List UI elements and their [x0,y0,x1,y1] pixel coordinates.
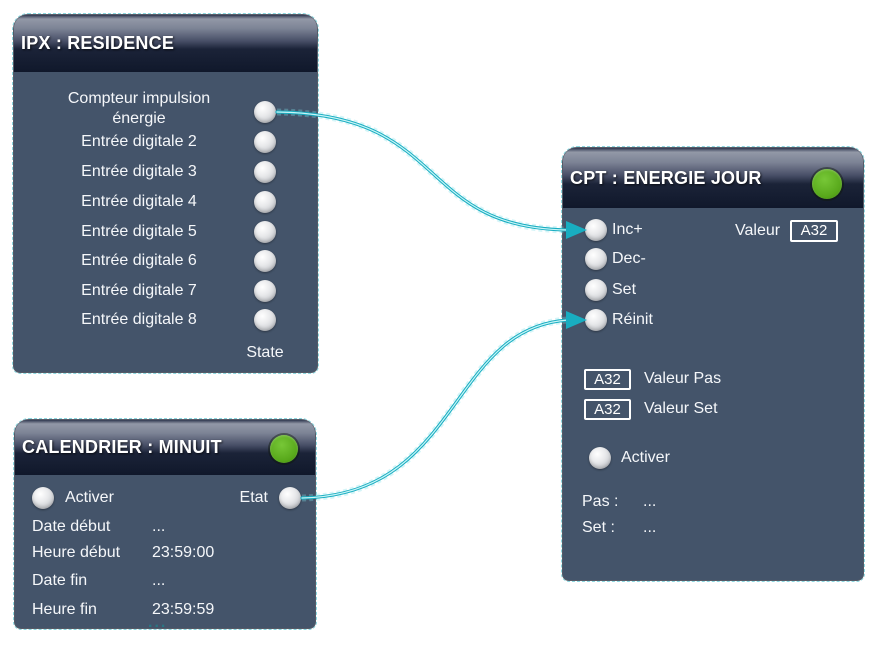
port-etat[interactable] [279,487,301,509]
valeur-pas-badge[interactable]: A32 [584,369,631,390]
input-label-digitale-3: Entrée digitale 3 [81,163,197,180]
valeur-variable-badge[interactable]: A32 [790,220,838,242]
field-value-heure-fin[interactable]: 23:59:59 [152,601,215,618]
status-led [812,169,842,199]
activer-label: Activer [65,489,114,506]
port-activer[interactable] [589,447,611,469]
valeur-set-badge[interactable]: A32 [584,399,631,420]
node-title: CPT : ENERGIE JOUR [570,167,762,188]
port-inc[interactable] [585,219,607,241]
field-label-heure-debut: Heure début [32,544,121,561]
port-entree-digitale-5[interactable] [254,221,276,243]
valeur-label: Valeur [735,222,781,239]
set-info-label: Set : [582,519,615,536]
input-label-digitale-2: Entrée digitale 2 [81,133,197,150]
port-reinit[interactable] [585,309,607,331]
wire-etat-to-reinit[interactable] [300,311,587,502]
status-led [270,435,298,463]
resize-grip-icon[interactable]: ... [148,614,168,631]
input-label-digitale-4: Entrée digitale 4 [81,193,197,210]
field-value-heure-debut[interactable]: 23:59:00 [152,544,215,561]
valeur-set-label: Valeur Set [644,400,718,417]
wire-compteur-to-inc[interactable] [275,108,587,239]
set-info-value[interactable]: ... [643,519,657,536]
port-entree-digitale-4[interactable] [254,191,276,213]
node-ipx-residence[interactable]: IPX : RESIDENCE Compteur impulsion énerg… [12,13,319,374]
input-label-digitale-5: Entrée digitale 5 [81,223,197,240]
port-entree-digitale-3[interactable] [254,161,276,183]
node-title-bar[interactable]: CALENDRIER : MINUIT [15,420,315,475]
node-title-bar[interactable]: IPX : RESIDENCE [14,15,317,72]
node-title: CALENDRIER : MINUIT [22,437,222,457]
node-calendrier-minuit[interactable]: CALENDRIER : MINUIT Activer Etat Date dé… [13,418,317,631]
field-value-date-debut[interactable]: ... [152,518,166,535]
state-column-label: State [246,344,284,361]
port-label-set: Set [612,281,637,298]
input-label-compteur-impulsion: Compteur impulsion énergie [67,90,211,127]
field-value-date-fin[interactable]: ... [152,572,166,589]
port-activer[interactable] [32,487,54,509]
port-dec[interactable] [585,248,607,270]
input-label-digitale-7: Entrée digitale 7 [81,282,197,299]
node-title: IPX : RESIDENCE [21,33,175,53]
etat-label: Etat [239,489,268,506]
field-label-heure-fin: Heure fin [32,601,97,618]
port-entree-digitale-7[interactable] [254,280,276,302]
field-label-date-debut: Date début [32,518,111,535]
field-label-date-fin: Date fin [32,572,88,589]
port-label-reinit: Réinit [612,311,653,328]
pas-info-label: Pas : [582,493,619,510]
port-compteur-impulsion-energie[interactable] [254,101,276,123]
valeur-pas-label: Valeur Pas [644,370,722,387]
node-cpt-energie-jour[interactable]: CPT : ENERGIE JOUR Inc+ Dec- Set Réinit … [561,146,865,582]
input-label-digitale-8: Entrée digitale 8 [81,311,197,328]
port-label-inc: Inc+ [612,221,643,238]
port-set[interactable] [585,279,607,301]
port-entree-digitale-6[interactable] [254,250,276,272]
input-label-digitale-6: Entrée digitale 6 [81,252,197,269]
port-entree-digitale-8[interactable] [254,309,276,331]
port-entree-digitale-2[interactable] [254,131,276,153]
port-label-dec: Dec- [612,250,646,267]
pas-info-value[interactable]: ... [643,493,657,510]
activer-label: Activer [621,449,670,466]
